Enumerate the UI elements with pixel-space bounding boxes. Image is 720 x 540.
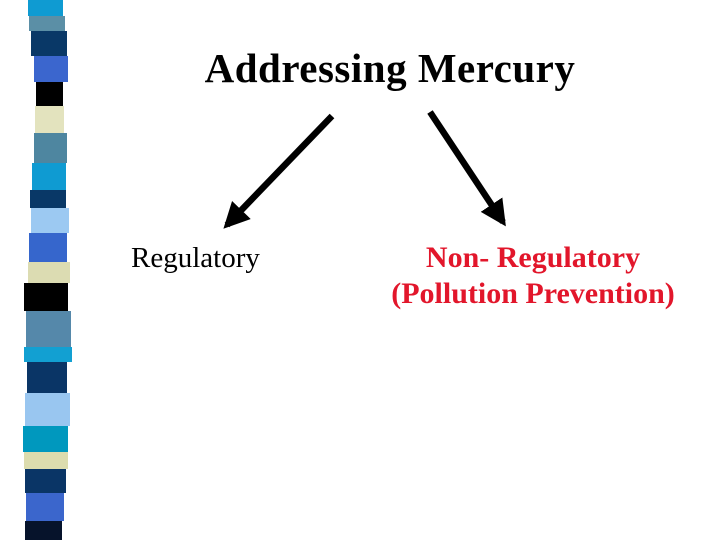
ribbon-stripe — [25, 393, 70, 426]
ribbon-stripe — [26, 311, 71, 347]
ribbon-stripe — [23, 426, 68, 452]
ribbon-stripe — [24, 347, 72, 362]
ribbon-stripe — [32, 163, 66, 190]
non-regulatory-label: Non- Regulatory (Pollution Prevention) — [363, 240, 703, 312]
non-regulatory-label-line1: Non- Regulatory — [425, 241, 641, 274]
down-left-arrow-icon — [223, 113, 335, 229]
ribbon-stripe — [31, 208, 69, 233]
ribbon-stripe — [25, 521, 62, 540]
ribbon-stripe — [29, 16, 65, 31]
ribbon-stripe — [24, 283, 68, 311]
ribbon-stripe — [29, 233, 67, 262]
ribbon-stripe — [30, 190, 66, 208]
regulatory-label: Regulatory — [131, 242, 260, 274]
ribbon-stripe — [28, 0, 63, 16]
down-right-arrow-icon — [427, 110, 506, 227]
ribbon-stripe — [34, 133, 67, 163]
ribbon — [0, 0, 90, 540]
ribbon-stripe — [34, 56, 68, 82]
non-regulatory-label-line2: (Pollution Prevention) — [391, 277, 675, 310]
ribbon-stripe — [27, 362, 67, 393]
ribbon-stripe — [28, 262, 70, 283]
ribbon-stripe — [26, 493, 64, 521]
ribbon-stripe — [36, 82, 63, 106]
ribbon-stripe — [31, 31, 67, 56]
ribbon-stripe — [35, 106, 64, 133]
slide-title: Addressing Mercury — [204, 45, 576, 91]
ribbon-stripe — [24, 452, 68, 469]
ribbon-stripe — [25, 469, 66, 493]
